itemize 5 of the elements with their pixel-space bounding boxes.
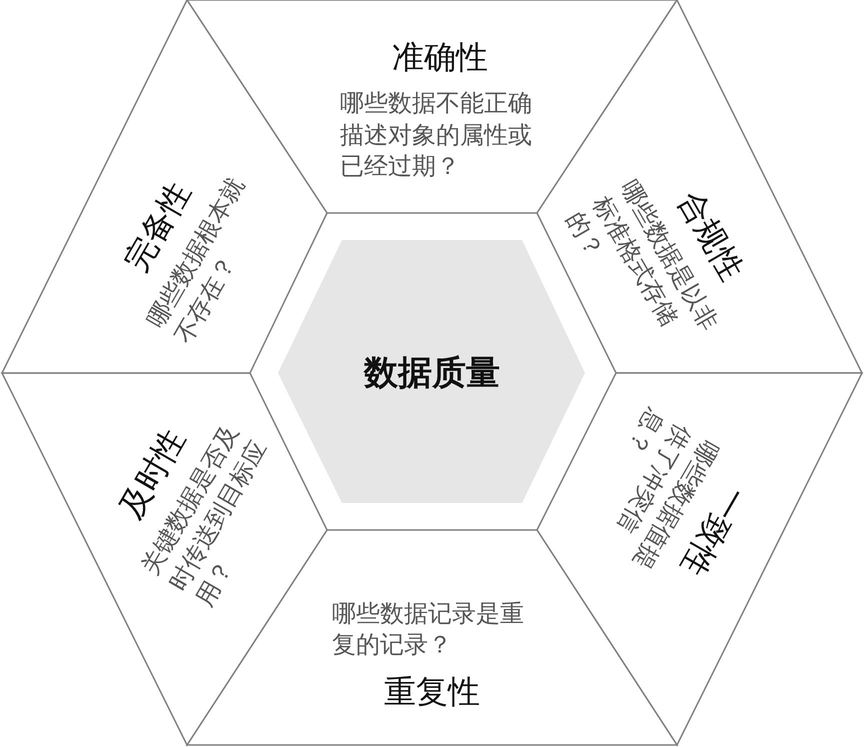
segment-heading: 准确性 [392,38,488,76]
question-text: 哪些数据记录是重复的记录？ [332,598,525,661]
segment-heading: 重复性 [384,673,480,712]
question-text: 哪些数据不能正确描述对象的属性或已经过期？ [340,88,533,182]
center-title: 数据质量 [364,352,500,395]
